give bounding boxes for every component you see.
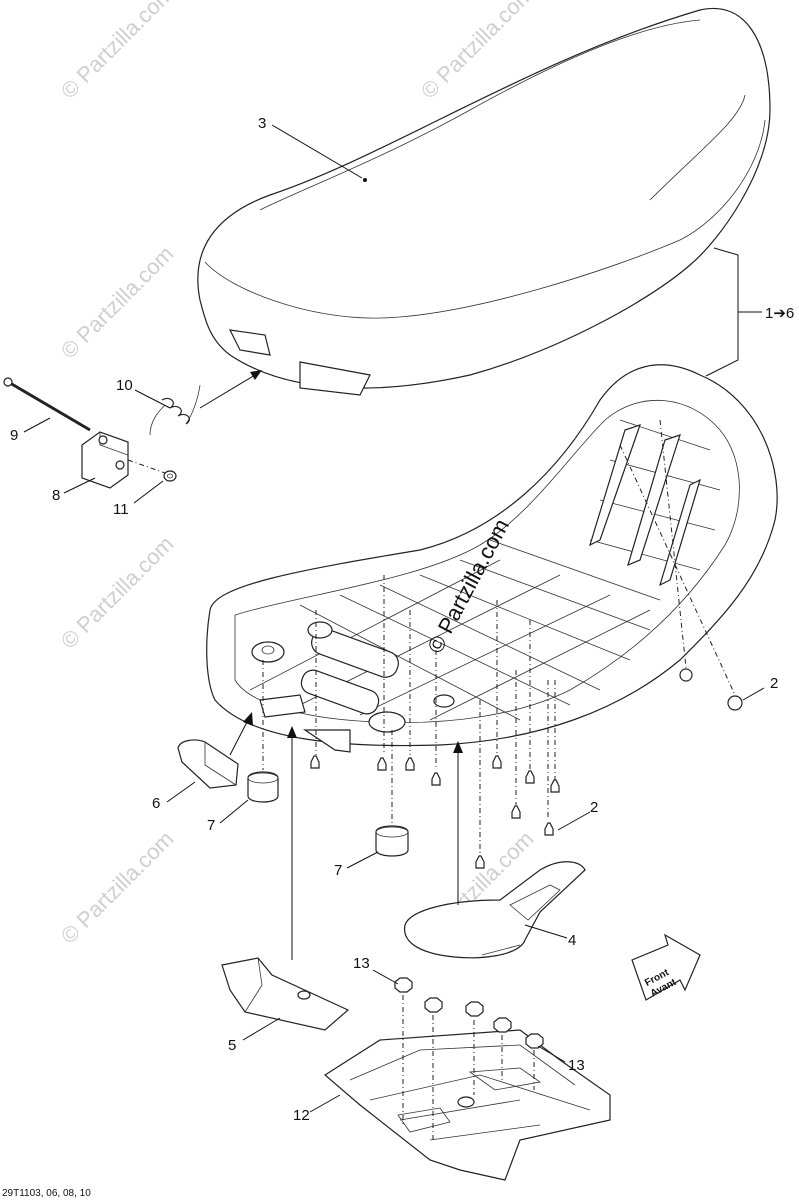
alignment-line [127,459,166,474]
bolt-part-9[interactable] [3,377,91,432]
drawing-code: 29T1103, 06, 08, 10 [2,1188,91,1199]
callout-5: 5 [228,1037,236,1054]
callout-7-lower: 7 [334,862,342,879]
callout-8: 8 [52,487,60,504]
callout-6: 6 [152,795,160,812]
watermark: © Partzilla.com [56,826,179,949]
hinge-bracket-part-8[interactable] [81,431,129,489]
callout-1-range: 1➔6 [765,305,794,322]
grommet-part-7-b[interactable] [375,825,409,857]
plate-part-5[interactable] [221,957,350,1031]
assembly-bracket [705,247,762,377]
nuts-part-13[interactable] [394,977,544,1049]
seat-cushion[interactable] [197,7,771,396]
bumper-part-6[interactable] [177,739,239,789]
callout-7-upper: 7 [207,817,215,834]
spring-part-10[interactable] [149,384,201,436]
callout-2-lower: 2 [590,799,598,816]
grommet-part-7-a[interactable] [247,771,279,803]
watermark: © Partzilla.com [56,531,179,654]
watermark: © Partzilla.com [56,0,179,104]
callout-10: 10 [116,377,133,394]
callout-12: 12 [293,1107,310,1124]
seat-base[interactable] [206,364,778,753]
callout-3: 3 [258,115,266,132]
callout-13-upper: 13 [353,955,370,972]
watermark: © Partzilla.com [56,241,179,364]
skid-plate-part-12[interactable] [323,1029,611,1181]
screws-part-2[interactable] [310,668,743,869]
callout-9: 9 [10,427,18,444]
callout-13-lower: 13 [568,1057,585,1074]
callouts: 3 1➔6 10 9 8 11 2 6 2 7 7 4 13 5 13 12 [10,115,794,1124]
callout-2-upper: 2 [770,675,778,692]
front-direction-arrow: Front Avant [631,933,701,1001]
reference-dot [363,178,367,182]
callout-11: 11 [113,501,129,518]
assembly-arrows [199,370,463,960]
deflector-part-4[interactable] [404,861,586,959]
alignment-lines [262,419,736,1140]
callout-4: 4 [568,932,576,949]
leader-lines [23,124,765,1113]
nut-part-11[interactable] [163,470,177,482]
